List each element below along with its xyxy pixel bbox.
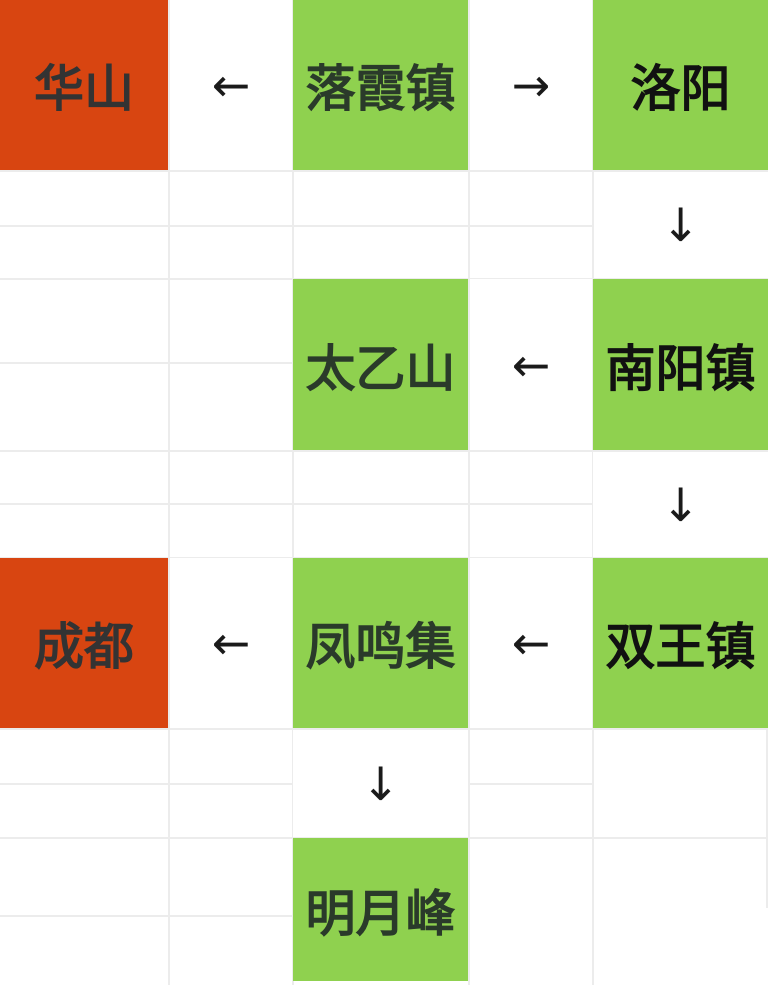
node-label: 南阳镇 [605, 339, 756, 398]
node-mingyuefeng: 明月峰 [293, 838, 468, 981]
grid-line [468, 0, 470, 985]
arrow-down-icon: ↓ [593, 452, 768, 557]
grid-line [0, 503, 592, 505]
grid-line [0, 728, 768, 730]
node-label: 双王镇 [605, 618, 756, 676]
node-label: 明月峰 [305, 884, 456, 943]
grid-line [0, 450, 768, 452]
arrow-left-icon: ← [211, 58, 251, 112]
grid-line [766, 728, 768, 908]
grid-line [0, 225, 592, 227]
node-label: 洛阳 [630, 60, 731, 118]
arrow-right-icon: → [511, 58, 551, 112]
node-taiyishan: 太乙山 [293, 279, 468, 450]
node-label: 太乙山 [305, 339, 456, 398]
grid-line [0, 915, 292, 917]
node-label: 凤鸣集 [305, 618, 456, 676]
arrow-down-icon: ↓ [661, 198, 700, 252]
grid-line [292, 0, 294, 985]
node-chengdu: 成都 [0, 558, 168, 728]
node-nanyangzhen: 南阳镇 [593, 279, 768, 450]
grid-line [0, 362, 292, 364]
arrow-left-icon: ← [170, 558, 292, 728]
node-label: 华山 [34, 60, 134, 118]
node-luoxiazhen: 落霞镇 [293, 0, 468, 170]
grid-line [168, 0, 170, 985]
arrow-down-icon: ↓ [293, 730, 468, 837]
node-label: 成都 [34, 618, 134, 676]
node-luoyang: 洛阳 [593, 0, 768, 170]
arrow-left-icon: ← [470, 558, 592, 728]
node-huashan: 华山 [0, 0, 168, 170]
node-shuangwangzhen: 双王镇 [593, 558, 768, 728]
node-fengmingji: 凤鸣集 [293, 558, 468, 728]
grid-line [0, 170, 768, 172]
node-label: 落霞镇 [305, 60, 456, 118]
arrow-left-icon: ← [470, 279, 592, 450]
